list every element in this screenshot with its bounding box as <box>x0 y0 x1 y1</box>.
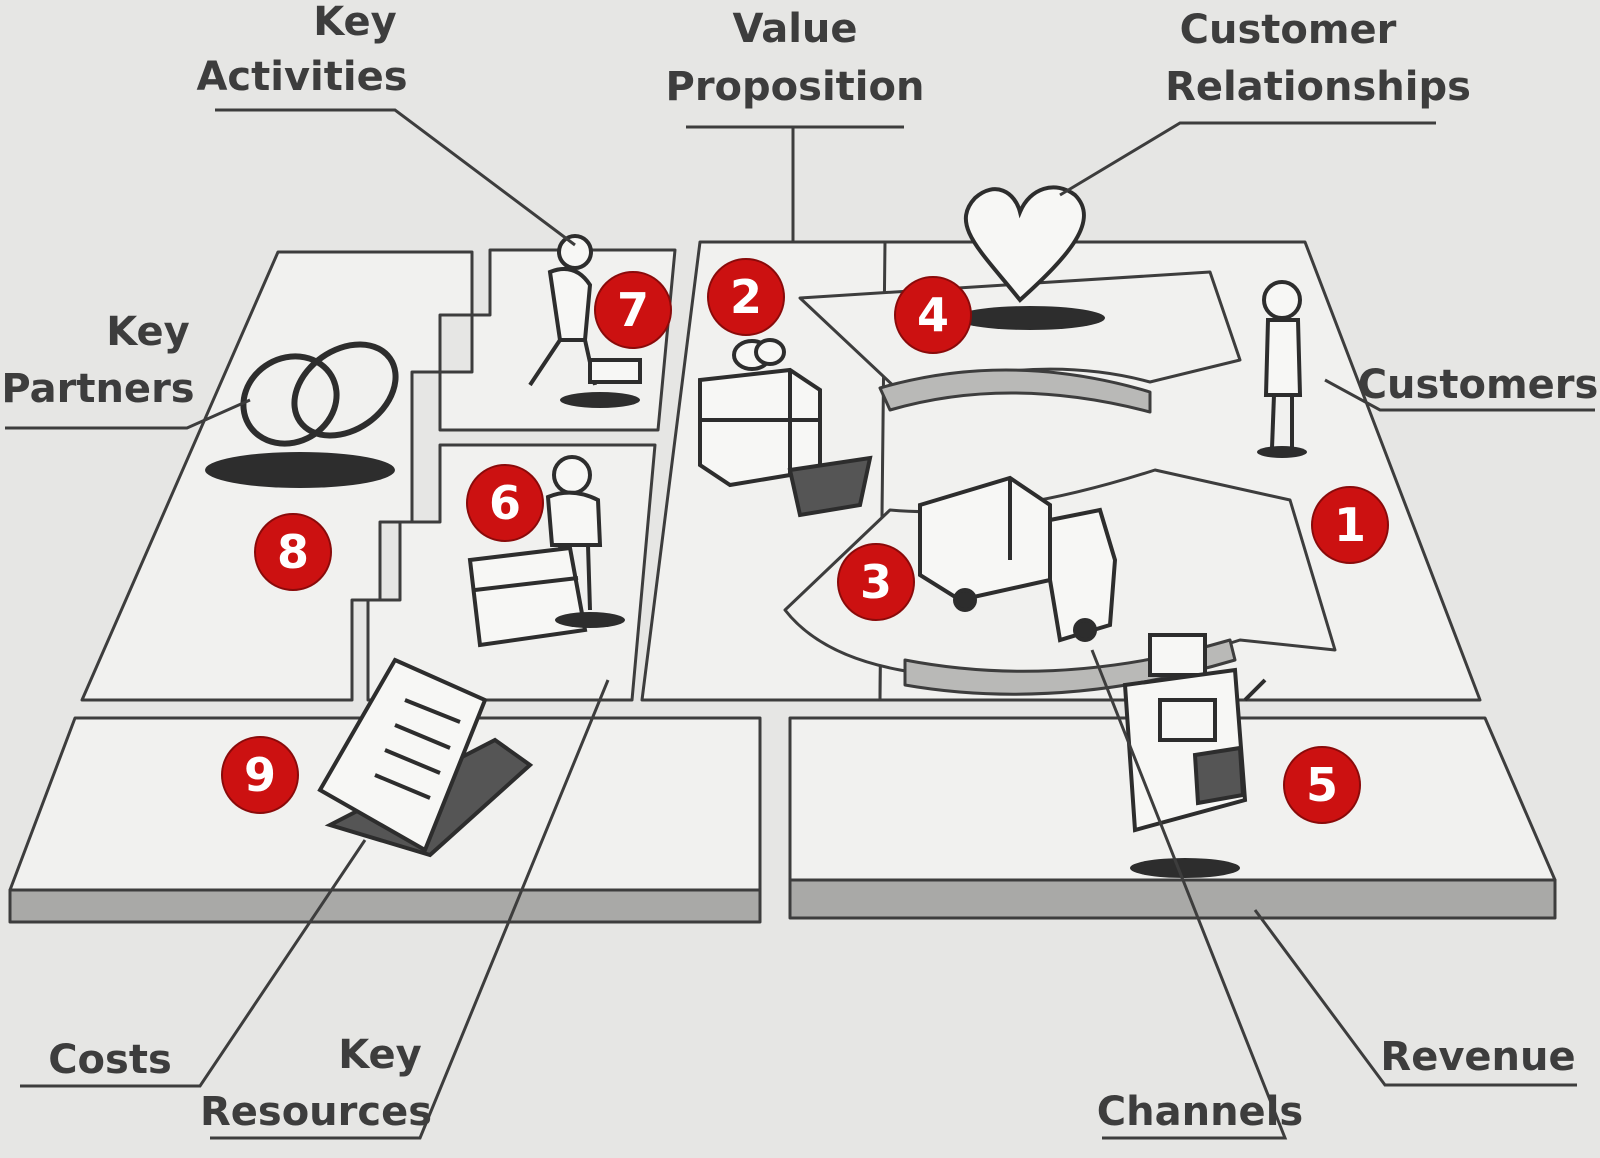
badge-channels: 3 <box>837 543 915 621</box>
badge-costs: 9 <box>221 736 299 814</box>
leader-channels <box>1090 649 1288 1140</box>
heart-icon <box>955 185 1105 330</box>
svg-text:4: 4 <box>917 288 949 342</box>
linked-rings-icon <box>205 341 399 488</box>
label-key-activities-line1: Key <box>313 0 397 45</box>
leader-costs <box>20 839 367 1088</box>
leader-customer-relationships <box>1059 121 1436 197</box>
badge-key-resources: 6 <box>466 464 544 542</box>
label-channels: Channels <box>1097 1089 1303 1135</box>
label-costs: Costs <box>48 1037 172 1083</box>
leader-key-activities <box>215 108 576 247</box>
label-key-partners-line1: Key <box>106 309 190 355</box>
label-customers: Customers <box>1358 362 1599 408</box>
label-key-resources-line2: Resources <box>200 1089 432 1135</box>
cash-register-icon <box>1122 633 1267 878</box>
ribbon-band-lower <box>903 638 1237 696</box>
svg-text:3: 3 <box>860 555 892 609</box>
label-value-proposition-line2: Proposition <box>666 64 925 110</box>
badge-key-activities: 7 <box>594 271 672 349</box>
gift-icon <box>698 338 873 518</box>
worker-icon <box>528 234 642 408</box>
label-customer-relationships-line1: Customer <box>1180 7 1397 53</box>
svg-text:9: 9 <box>244 748 276 802</box>
leader-key-resources <box>210 679 610 1140</box>
svg-text:2: 2 <box>730 270 762 324</box>
svg-text:7: 7 <box>617 283 649 337</box>
label-revenue: Revenue <box>1380 1034 1575 1080</box>
label-key-partners-line2: Partners <box>1 366 194 412</box>
revenue-slab-edge <box>788 878 1557 920</box>
leader-revenue <box>1253 909 1577 1087</box>
badge-customer-relationships: 4 <box>894 276 972 354</box>
label-key-resources-line1: Key <box>338 1032 422 1078</box>
badge-revenue: 5 <box>1283 746 1361 824</box>
leader-lines <box>5 108 1595 1140</box>
costs-slab-edge <box>8 888 762 924</box>
badge-customers: 1 <box>1311 486 1389 564</box>
truck-icon <box>918 475 1118 643</box>
labels: Key Activities Value Proposition Custome… <box>1 0 1598 1135</box>
badge-value-proposition: 2 <box>707 258 785 336</box>
label-key-activities-line2: Activities <box>196 54 407 100</box>
leader-key-partners <box>5 398 251 430</box>
badge-key-partners: 8 <box>254 513 332 591</box>
person-icon <box>1257 280 1307 458</box>
invoice-icon <box>317 657 534 858</box>
label-customer-relationships-line2: Relationships <box>1165 64 1471 110</box>
label-value-proposition-line1: Value <box>732 6 857 52</box>
leader-customers <box>1324 378 1595 412</box>
ribbon-band <box>878 368 1152 414</box>
svg-text:5: 5 <box>1306 758 1338 812</box>
svg-text:1: 1 <box>1334 498 1366 552</box>
svg-text:8: 8 <box>277 525 309 579</box>
person-with-box-icon <box>467 455 625 648</box>
badges: 1 2 3 4 5 6 7 8 <box>221 258 1389 824</box>
svg-text:6: 6 <box>489 476 521 530</box>
